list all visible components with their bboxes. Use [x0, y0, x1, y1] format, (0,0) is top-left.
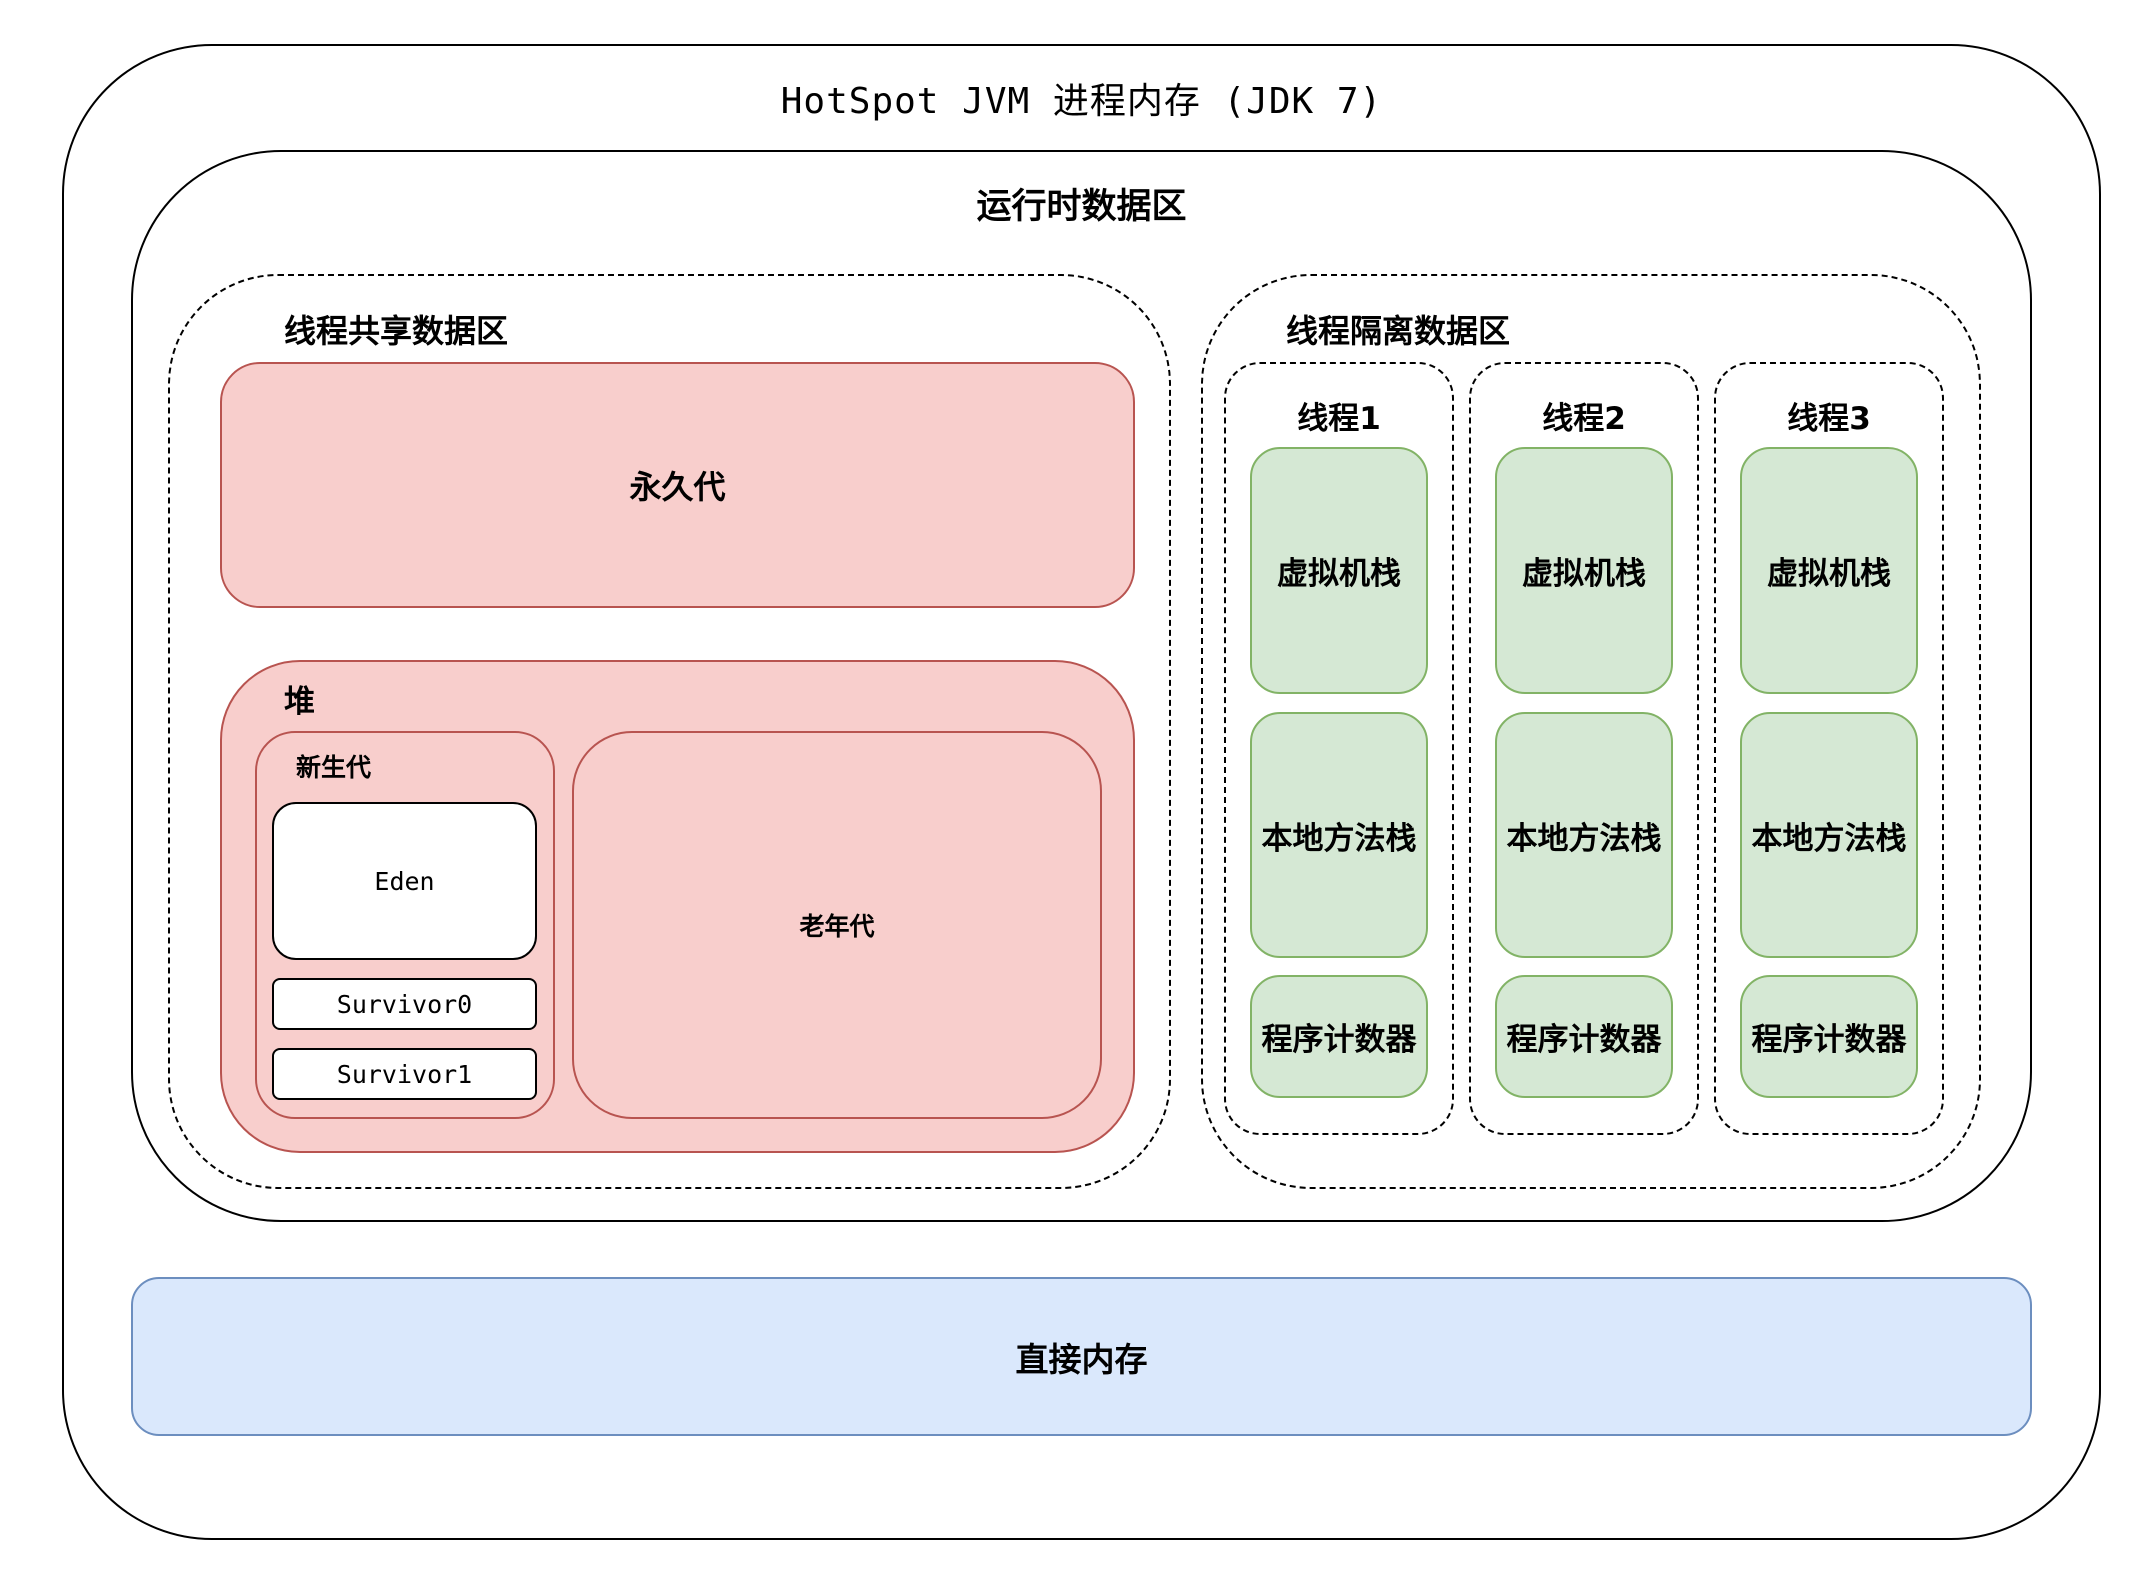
thread-2-vm-stack: 虚拟机栈 — [1495, 447, 1673, 694]
thread-1-pc-register: 程序计数器 — [1250, 975, 1428, 1098]
heap-title: 堆 — [284, 684, 315, 720]
survivor1-label: Survivor1 — [336, 1059, 473, 1089]
thread-3-native-stack: 本地方法栈 — [1740, 712, 1918, 958]
direct-memory-box: 直接内存 — [131, 1277, 2032, 1436]
eden-box: Eden — [272, 802, 537, 960]
thread-2-title: 线程2 — [1542, 401, 1626, 437]
thread-isolated-area-title: 线程隔离数据区 — [1286, 312, 1511, 350]
thread-1-vm-stack: 虚拟机栈 — [1250, 447, 1428, 694]
jvm-process-title: HotSpot JVM 进程内存 (JDK 7) — [780, 81, 1383, 122]
old-gen-label: 老年代 — [799, 912, 875, 941]
direct-memory-label: 直接内存 — [1015, 1339, 1148, 1379]
thread-1-pc-register-label: 程序计数器 — [1261, 1022, 1417, 1058]
old-gen-box: 老年代 — [572, 731, 1102, 1119]
perm-gen-box: 永久代 — [220, 362, 1135, 608]
thread-2-vm-stack-label: 虚拟机栈 — [1522, 556, 1646, 592]
thread-2-pc-register-label: 程序计数器 — [1506, 1022, 1662, 1058]
thread-1-native-stack-label: 本地方法栈 — [1261, 820, 1417, 857]
young-gen-title: 新生代 — [296, 753, 372, 782]
thread-3-pc-register-label: 程序计数器 — [1751, 1022, 1907, 1058]
thread-3-pc-register: 程序计数器 — [1740, 975, 1918, 1098]
survivor0-label: Survivor0 — [336, 989, 473, 1019]
thread-2-native-stack: 本地方法栈 — [1495, 712, 1673, 958]
thread-3-title: 线程3 — [1787, 401, 1871, 437]
thread-1-title: 线程1 — [1297, 401, 1381, 437]
thread-shared-area-title: 线程共享数据区 — [284, 312, 509, 350]
thread-2-native-stack-label: 本地方法栈 — [1506, 820, 1662, 857]
thread-2-pc-register: 程序计数器 — [1495, 975, 1673, 1098]
thread-3-vm-stack: 虚拟机栈 — [1740, 447, 1918, 694]
survivor1-box: Survivor1 — [272, 1048, 537, 1100]
thread-3-vm-stack-label: 虚拟机栈 — [1767, 556, 1891, 592]
runtime-data-area-title: 运行时数据区 — [976, 187, 1187, 227]
survivor0-box: Survivor0 — [272, 978, 537, 1030]
perm-gen-label: 永久代 — [629, 468, 726, 506]
thread-3-native-stack-label: 本地方法栈 — [1751, 820, 1907, 857]
thread-1-vm-stack-label: 虚拟机栈 — [1277, 556, 1401, 592]
thread-1-native-stack: 本地方法栈 — [1250, 712, 1428, 958]
eden-label: Eden — [374, 866, 435, 896]
